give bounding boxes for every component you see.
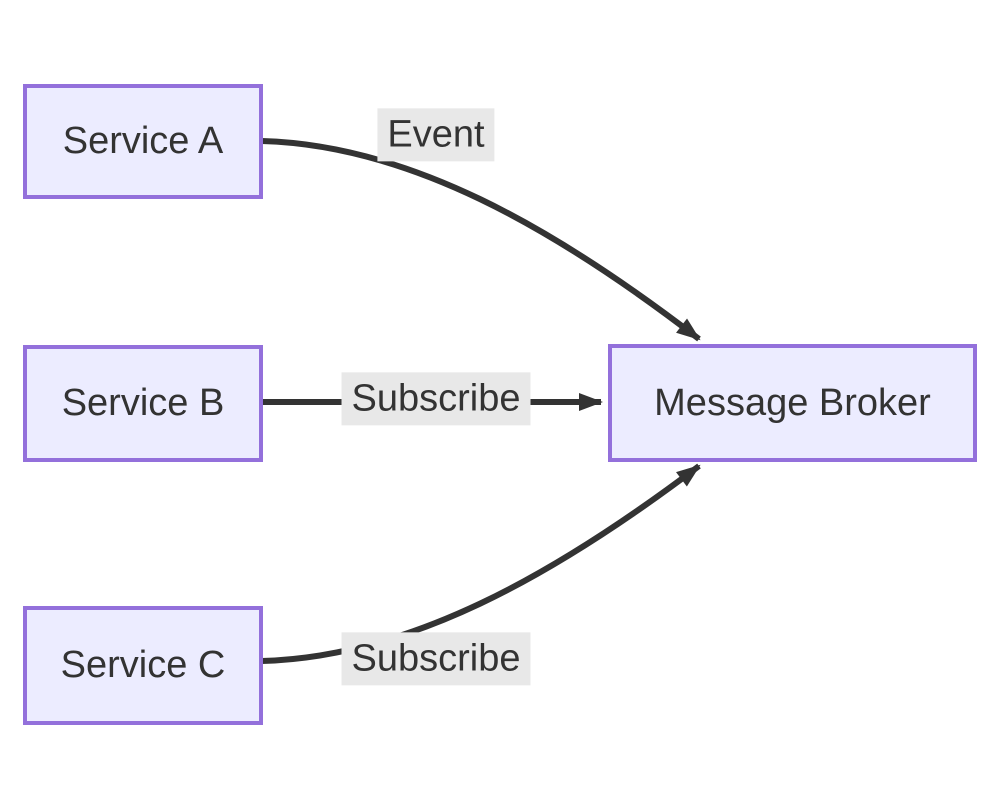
node-message-broker: Message Broker xyxy=(608,344,977,462)
node-service-c: Service C xyxy=(23,606,263,725)
edge-label-subscribe-service-b: Subscribe xyxy=(341,372,531,426)
edge-label-subscribe-service-c: Subscribe xyxy=(341,632,531,686)
node-service-c-label: Service C xyxy=(60,644,226,686)
node-message-broker-label: Message Broker xyxy=(654,381,931,424)
edge-label-event: Event xyxy=(377,108,495,162)
node-service-b: Service B xyxy=(23,345,263,462)
node-service-a: Service A xyxy=(23,84,263,199)
node-service-a-label: Service A xyxy=(62,120,224,162)
edge-service-a-to-message-broker xyxy=(261,138,701,342)
edge-service-c-to-message-broker xyxy=(261,463,701,664)
node-service-b-label: Service B xyxy=(61,382,225,424)
